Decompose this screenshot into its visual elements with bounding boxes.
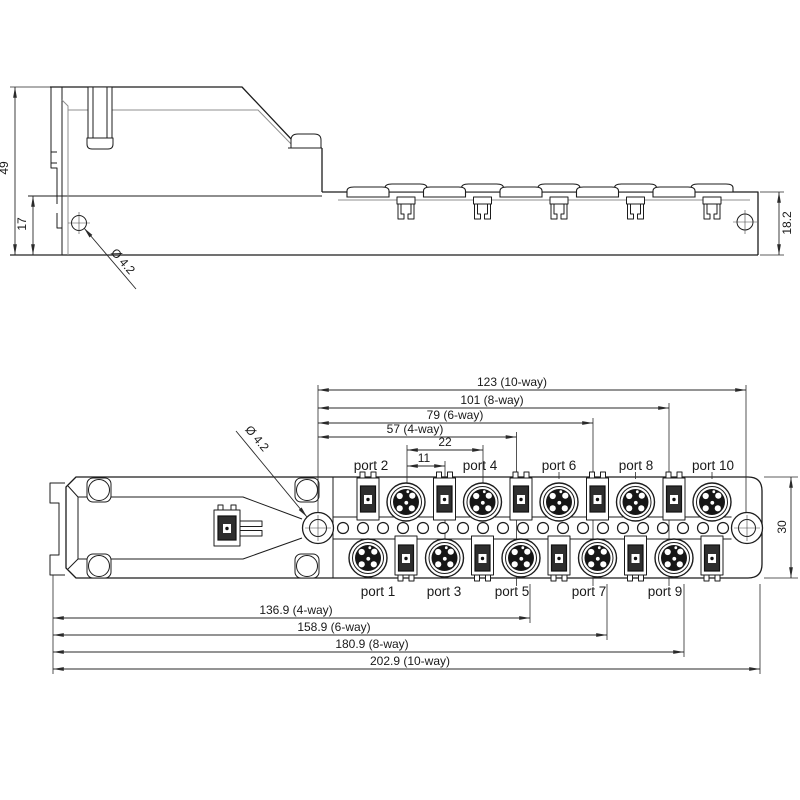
port-8-label: port 8 <box>619 458 654 473</box>
plan-hole-diameter-label: Ø 4.2 <box>242 423 272 455</box>
port-5-label: port 5 <box>495 584 530 599</box>
side-clip <box>702 196 722 220</box>
plan-view: port 2 port 4 port 6 port 8 port 10 port… <box>49 375 798 674</box>
housing-inner-edge <box>68 109 296 149</box>
dim-123-10way-label: 123 (10-way) <box>477 375 547 389</box>
dim-18-2-label: 18.2 <box>780 211 794 235</box>
side-housing-outline <box>10 86 759 256</box>
dim-11-label: 11 <box>418 451 431 465</box>
dome <box>613 183 658 193</box>
dim-22-label: 22 <box>438 435 452 449</box>
port-7-label: port 7 <box>572 584 607 599</box>
side-clip <box>396 196 416 220</box>
front-face-line <box>61 99 69 255</box>
din-bracket-profile <box>50 87 62 229</box>
port-4-label: port 4 <box>463 458 498 473</box>
port-3-label: port 3 <box>427 584 462 599</box>
lower-dimensions: 136.9 (4-way) 158.9 (6-way) 180.9 (8-way… <box>53 603 760 671</box>
plan-inner-panel <box>67 485 303 570</box>
port-2-label: port 2 <box>354 458 389 473</box>
dome <box>537 183 581 193</box>
dim-17-label: 17 <box>15 217 29 231</box>
bracket-notch <box>51 151 57 164</box>
dim-width-30: 30 <box>764 476 798 579</box>
dim-total-height-49: 49 <box>0 86 62 256</box>
plan-din-bracket <box>49 482 65 576</box>
slope-end-cap <box>290 133 322 149</box>
side-mounting-hole-right <box>733 210 757 234</box>
port-10-label: port 10 <box>692 458 734 473</box>
dim-202-9-10way-label: 202.9 (10-way) <box>370 654 450 668</box>
dim-158-9-6way-label: 158.9 (6-way) <box>297 620 370 634</box>
plan-internal-connector <box>213 504 263 547</box>
side-connector-domes <box>346 183 734 198</box>
side-post <box>86 86 114 150</box>
side-clip <box>549 196 569 220</box>
plan-hole-right <box>730 511 764 545</box>
side-clip <box>626 196 645 220</box>
port-1-label: port 1 <box>361 584 396 599</box>
housing-top-and-slope <box>50 86 294 142</box>
dim-79-6way-label: 79 (6-way) <box>427 408 484 422</box>
upper-dimensions: 123 (10-way) 101 (8-way) 79 (6-way) 57 (… <box>318 375 746 468</box>
dome <box>384 183 428 193</box>
dim-101-8way-label: 101 (8-way) <box>460 393 523 407</box>
dome <box>346 186 390 198</box>
dim-136-9-4way-label: 136.9 (4-way) <box>259 603 332 617</box>
side-view: 49 17 18.2 Ø 4.2 <box>0 86 794 290</box>
dome <box>499 186 543 198</box>
dim-30-label: 30 <box>775 520 789 534</box>
dim-49-label: 49 <box>0 161 11 175</box>
side-hole-callout: Ø 4.2 <box>83 227 138 290</box>
port-6-label: port 6 <box>542 458 577 473</box>
port-9-label: port 9 <box>648 584 683 599</box>
dome <box>575 186 620 198</box>
plan-mounting-posts <box>86 477 320 579</box>
plan-hole-left <box>301 511 335 545</box>
dome <box>422 186 467 198</box>
deck-top-right-edge <box>322 191 759 255</box>
dim-57-4way-label: 57 (4-way) <box>387 422 444 436</box>
dim-lower-height-17: 17 <box>15 196 35 255</box>
dim-180-9-8way-label: 180.9 (8-way) <box>335 637 408 651</box>
dome <box>690 183 734 193</box>
dim-right-height-18-2: 18.2 <box>760 191 794 256</box>
side-clip <box>473 196 492 220</box>
port-labels: port 2 port 4 port 6 port 8 port 10 port… <box>354 458 734 599</box>
side-mounting-hole-left <box>68 212 90 234</box>
dome <box>652 186 696 198</box>
dome <box>460 183 505 193</box>
